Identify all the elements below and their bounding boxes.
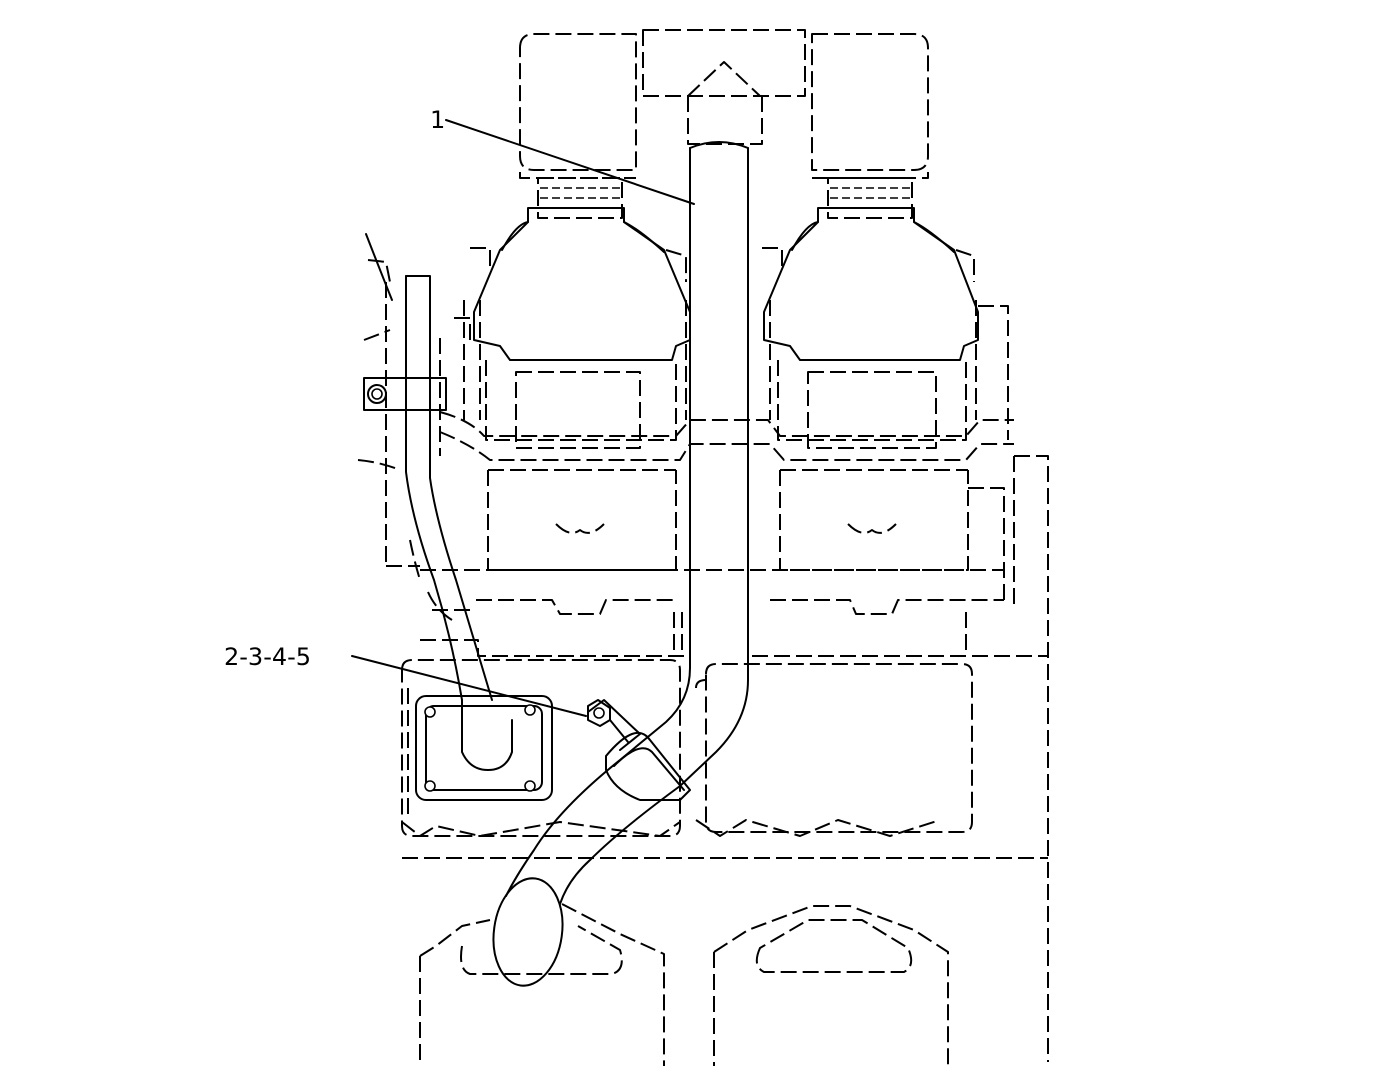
right-air-cleaner — [811, 33, 929, 219]
clamp-assembly — [587, 699, 691, 801]
lower-tanks — [419, 903, 949, 1066]
left-air-cleaner — [519, 33, 637, 219]
right-cylinder-head — [762, 207, 1009, 449]
left-cylinder-head — [470, 207, 691, 449]
callout-label-2-3-4-5: 2-3-4-5 — [224, 643, 311, 671]
left-breather-assembly — [357, 233, 513, 771]
main-tube-item-1 — [492, 141, 749, 987]
tee-connector — [642, 29, 806, 145]
right-cover-plate — [401, 663, 973, 837]
callout-2-3-4-5: 2-3-4-5 — [224, 643, 587, 717]
left-cover-plate — [401, 659, 681, 837]
callout-1: 1 — [430, 106, 695, 205]
callout-label-1: 1 — [430, 106, 445, 134]
